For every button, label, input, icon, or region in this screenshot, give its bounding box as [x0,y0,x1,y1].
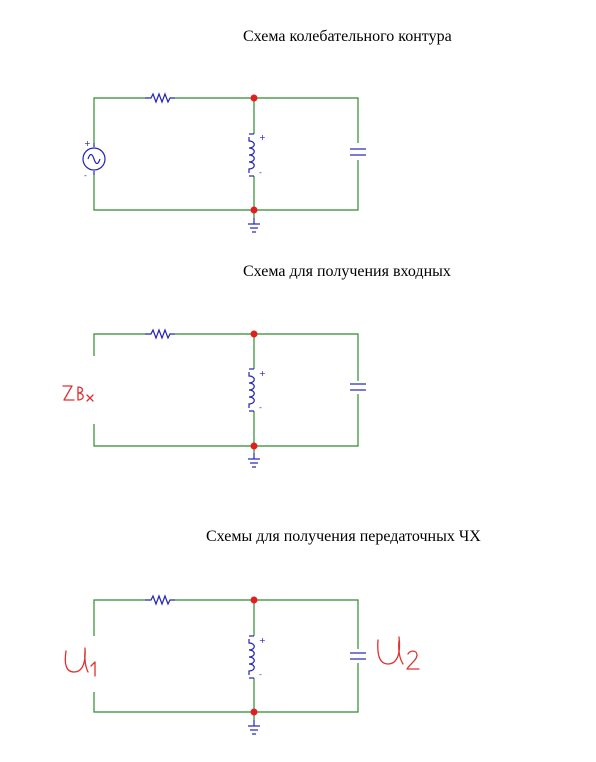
schema1-wire-cap-bottom [93,160,359,211]
schema3-node-top [250,596,258,604]
schema1-wire-top-left [93,97,145,143]
schema1-capacitor [349,148,367,156]
schema1-node-top [250,94,258,102]
schema3-handwritten-u1 [64,647,96,677]
schema3-wire-top-right [175,599,359,649]
schema2-inductor: + - [248,368,266,412]
schema3-circuit: + - [64,595,420,735]
schema3-ground [247,719,261,735]
schema3-wire-top-left [93,599,145,636]
schema2-wire-top-left [93,333,145,356]
schema2-wire-top-right [175,333,359,381]
schema2-circuit: + - [62,329,367,468]
schema3-inductor-minus: - [259,670,262,679]
schema1-resistor [144,93,176,103]
schema1-ground [247,217,261,233]
schema3-capacitor [349,652,367,660]
schema2-inductor-minus: - [259,403,262,412]
schema3-inductor: + - [248,635,266,679]
schema1-inductor-plus: + [259,133,266,142]
schema3-node-bottom [250,708,258,716]
schema1-inductor: + - [248,133,266,177]
schema1-title: Схема колебательного контура [243,28,452,45]
schema2-node-top [250,330,258,338]
schema1-node-bottom [250,206,258,214]
schema1-source-minus: - [84,171,87,180]
schema2-ground [247,452,261,468]
schema2-handwritten-zin [62,385,94,402]
schema3-title: Схемы для получения передаточных ЧХ [206,528,481,545]
schema2-inductor-plus: + [259,369,266,378]
schema3-resistor [144,595,176,605]
schema2-node-bottom [250,442,258,450]
schema3-wire-cap-bottom [93,663,359,713]
schema1-wire-top-right [175,97,359,143]
schema3-handwritten-u2 [377,636,420,670]
schema2-wire-cap-bottom [93,394,359,447]
schema2-title: Схема для получения входных [243,263,451,280]
schema1-source-plus: + [84,139,91,148]
schema1-circuit: + - + - [82,93,367,233]
schema2-resistor [144,329,176,339]
schema3-inductor-plus: + [259,636,266,645]
schema1-inductor-minus: - [259,168,262,177]
schema1-voltage-source: + - [82,139,106,180]
schema2-capacitor [349,383,367,391]
